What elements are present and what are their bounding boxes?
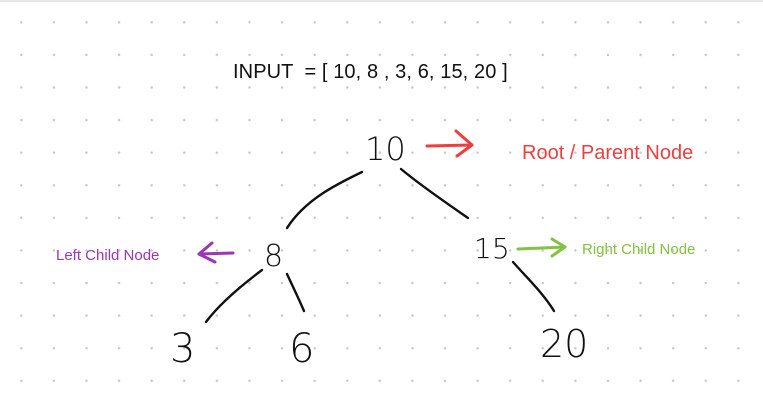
right-child-node-label: Right Child Node bbox=[582, 241, 696, 258]
node-left-right: 6 bbox=[289, 326, 314, 372]
left-child-node-label: Left Child Node bbox=[56, 247, 160, 264]
root-parent-node-label: Root / Parent Node bbox=[522, 142, 694, 164]
edge-root-to-left bbox=[285, 170, 364, 230]
node-right: 15 bbox=[474, 232, 510, 265]
input-array-label: INPUT = [ 10, 8 , 3, 6, 15, 20 ] bbox=[233, 61, 508, 83]
edge-left-to-left-left bbox=[204, 268, 264, 324]
root-arrow-icon bbox=[425, 129, 474, 158]
node-left-left: 3 bbox=[170, 326, 195, 372]
edge-left-to-left-right bbox=[285, 272, 306, 313]
canvas-top-border bbox=[0, 0, 763, 2]
left-arrow-icon bbox=[197, 241, 235, 264]
edge-right-to-right-right bbox=[511, 260, 556, 313]
node-left: 8 bbox=[264, 239, 283, 274]
node-root: 10 bbox=[365, 130, 406, 168]
right-arrow-icon bbox=[516, 237, 567, 258]
node-right-right: 20 bbox=[540, 322, 588, 366]
edge-root-to-right bbox=[399, 167, 470, 220]
